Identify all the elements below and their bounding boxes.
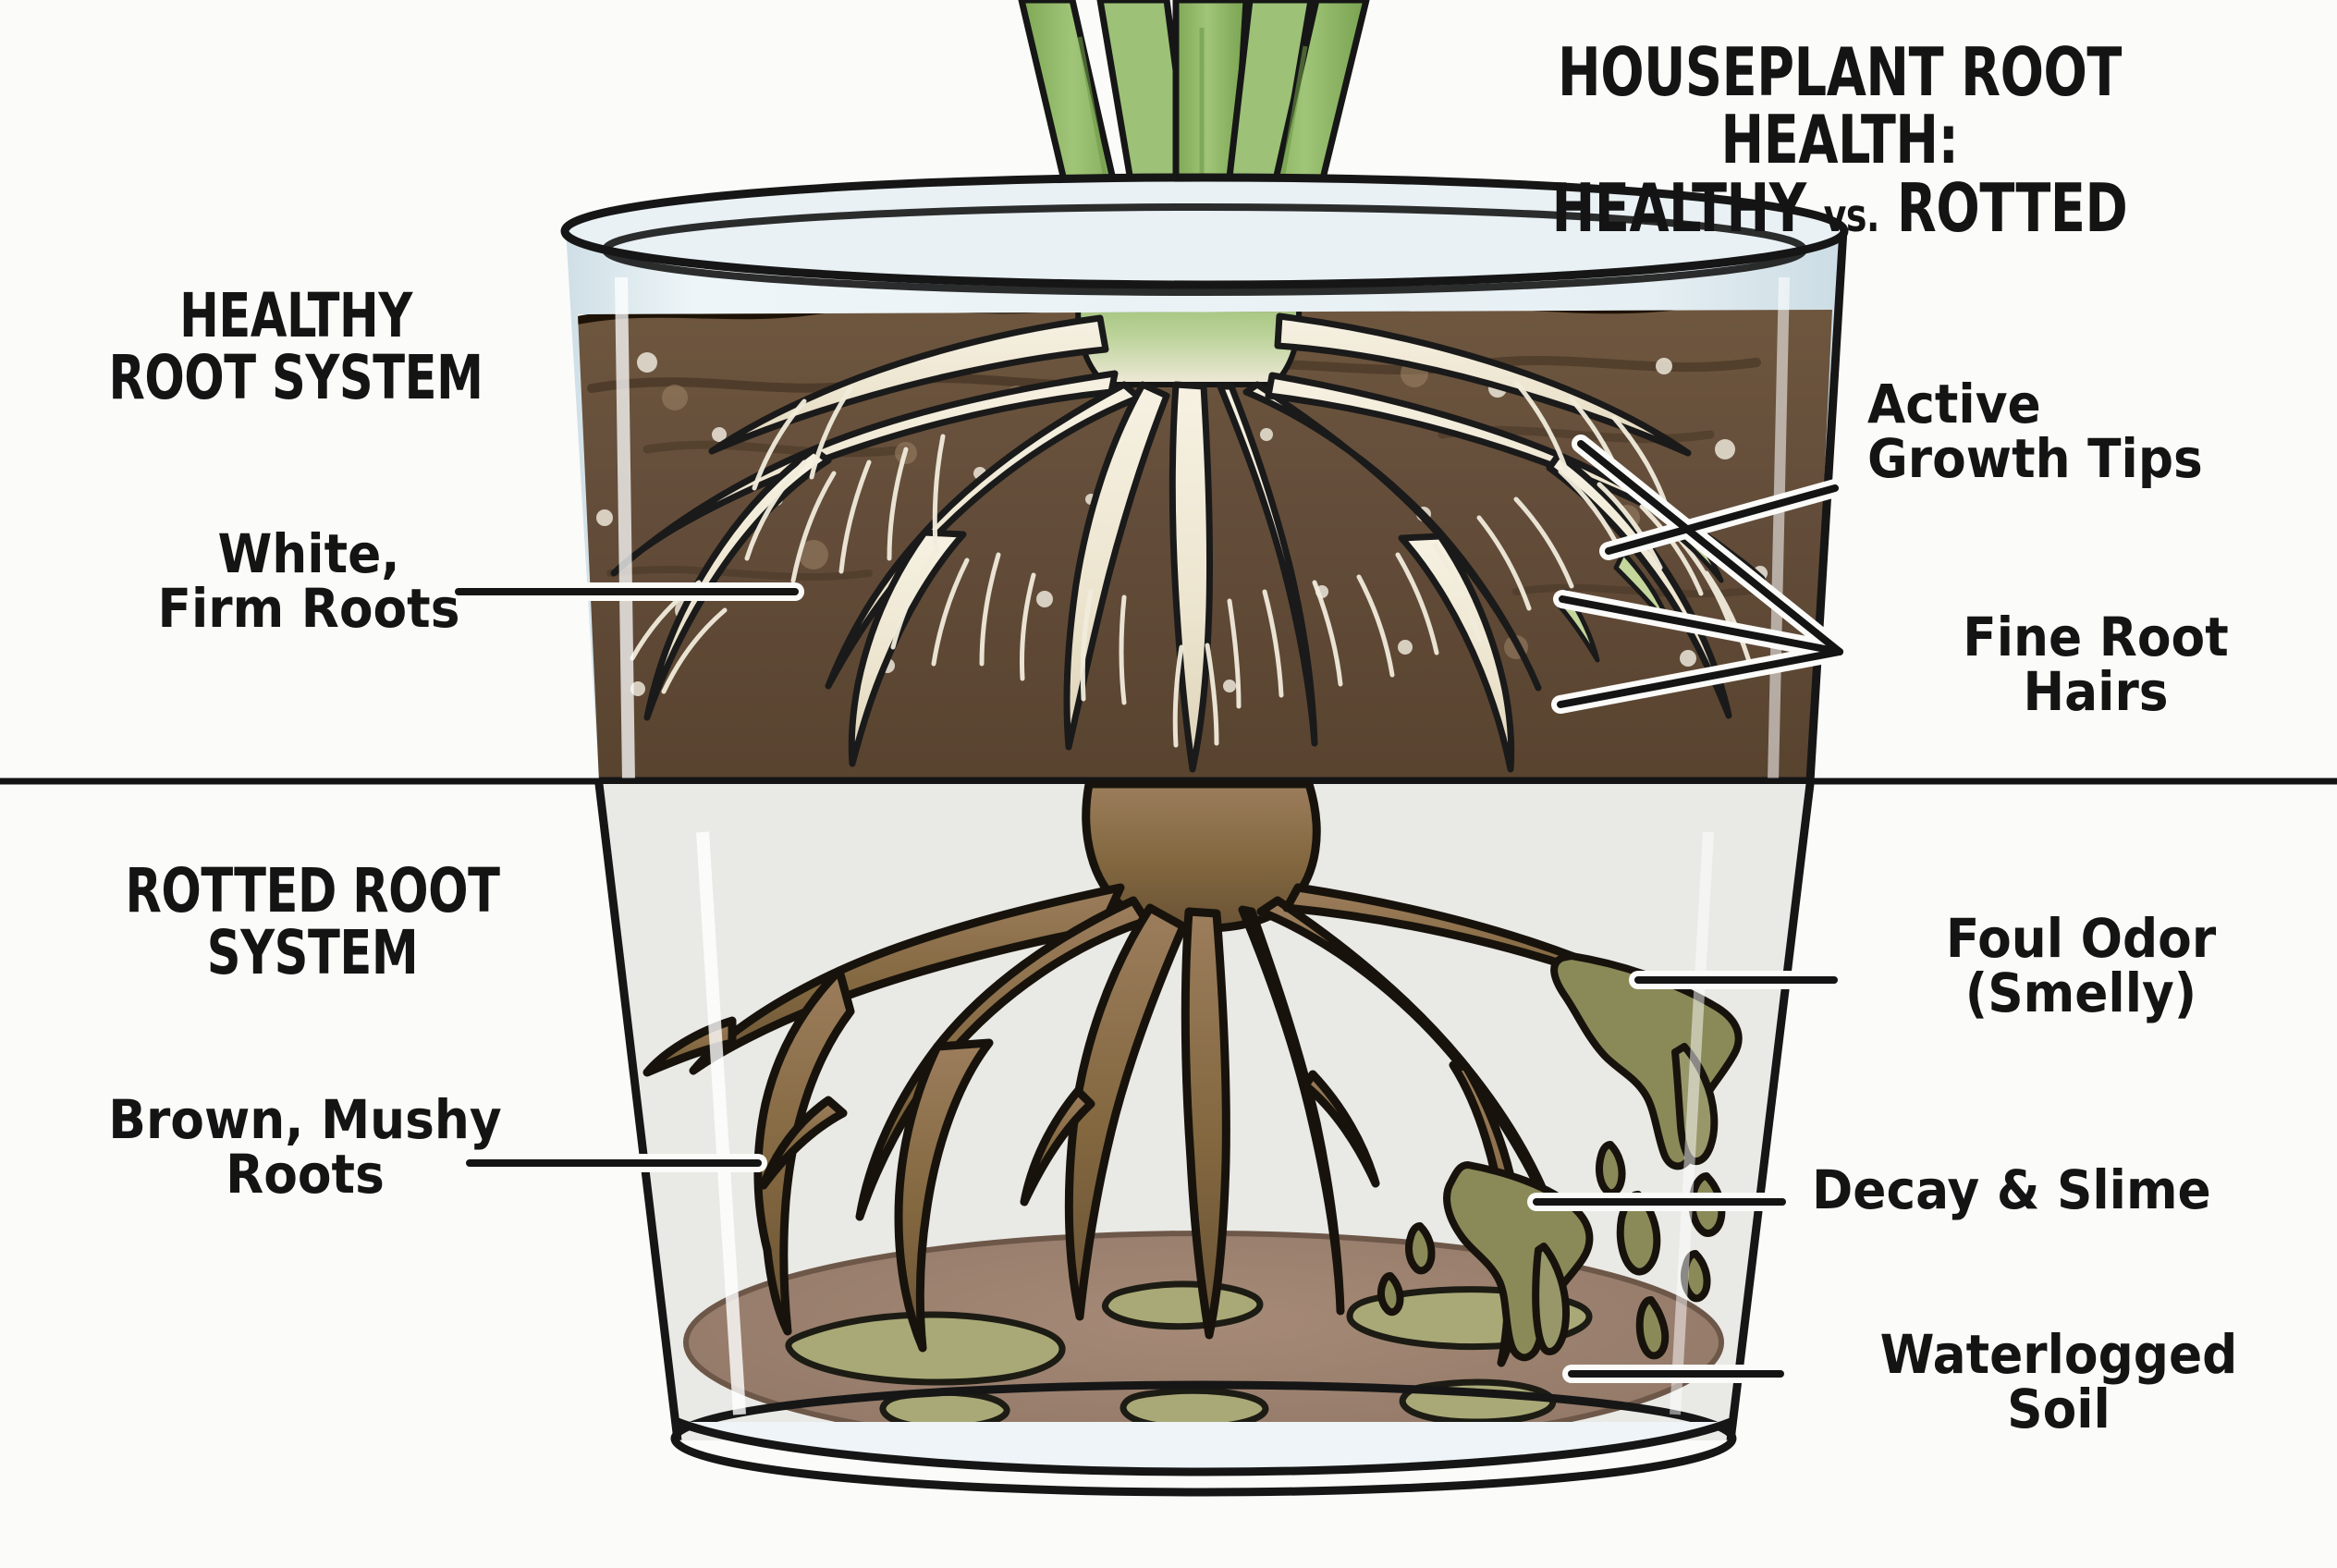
- callout-active-growth-tips: Active Growth Tips: [1867, 373, 2203, 491]
- healthy-roots: [610, 310, 1766, 773]
- callout-foul-odor: Foul Odor (Smelly): [1945, 907, 2217, 1025]
- callout-decay-slime: Decay & Slime: [1812, 1158, 2211, 1221]
- callout-fine-root-hairs: Fine Root Hairs: [1963, 606, 2229, 724]
- leader-fine-hairs-a: [1577, 440, 1843, 655]
- leader-fine-hairs-c: [1557, 648, 1843, 708]
- rotted-section-heading: ROTTED ROOT SYSTEM: [125, 855, 500, 989]
- title-vs: vs.: [1823, 189, 1880, 242]
- page-title: HOUSEPLANT ROOT HEALTH:HEALTHY vs. ROTTE…: [1450, 38, 2230, 242]
- title-line-1: HOUSEPLANT ROOT HEALTH:: [1558, 33, 2122, 179]
- leader-active-tips: [1605, 484, 1839, 555]
- callout-waterlogged-soil: Waterlogged Soil: [1879, 1323, 2238, 1441]
- leader-lines: [449, 435, 1849, 1383]
- pot-upper: [560, 173, 1849, 786]
- callout-brown-mushy-roots: Brown, Mushy Roots: [108, 1088, 502, 1207]
- callout-white-firm-roots: White, Firm Roots: [157, 522, 460, 641]
- pot-lower: [594, 781, 1815, 1497]
- title-healthy: HEALTHY: [1551, 168, 1824, 247]
- healthy-section-heading: HEALTHY ROOT SYSTEM: [108, 280, 483, 414]
- leader-fine-hairs-b: [1559, 595, 1843, 655]
- title-rotted: ROTTED: [1878, 168, 2128, 247]
